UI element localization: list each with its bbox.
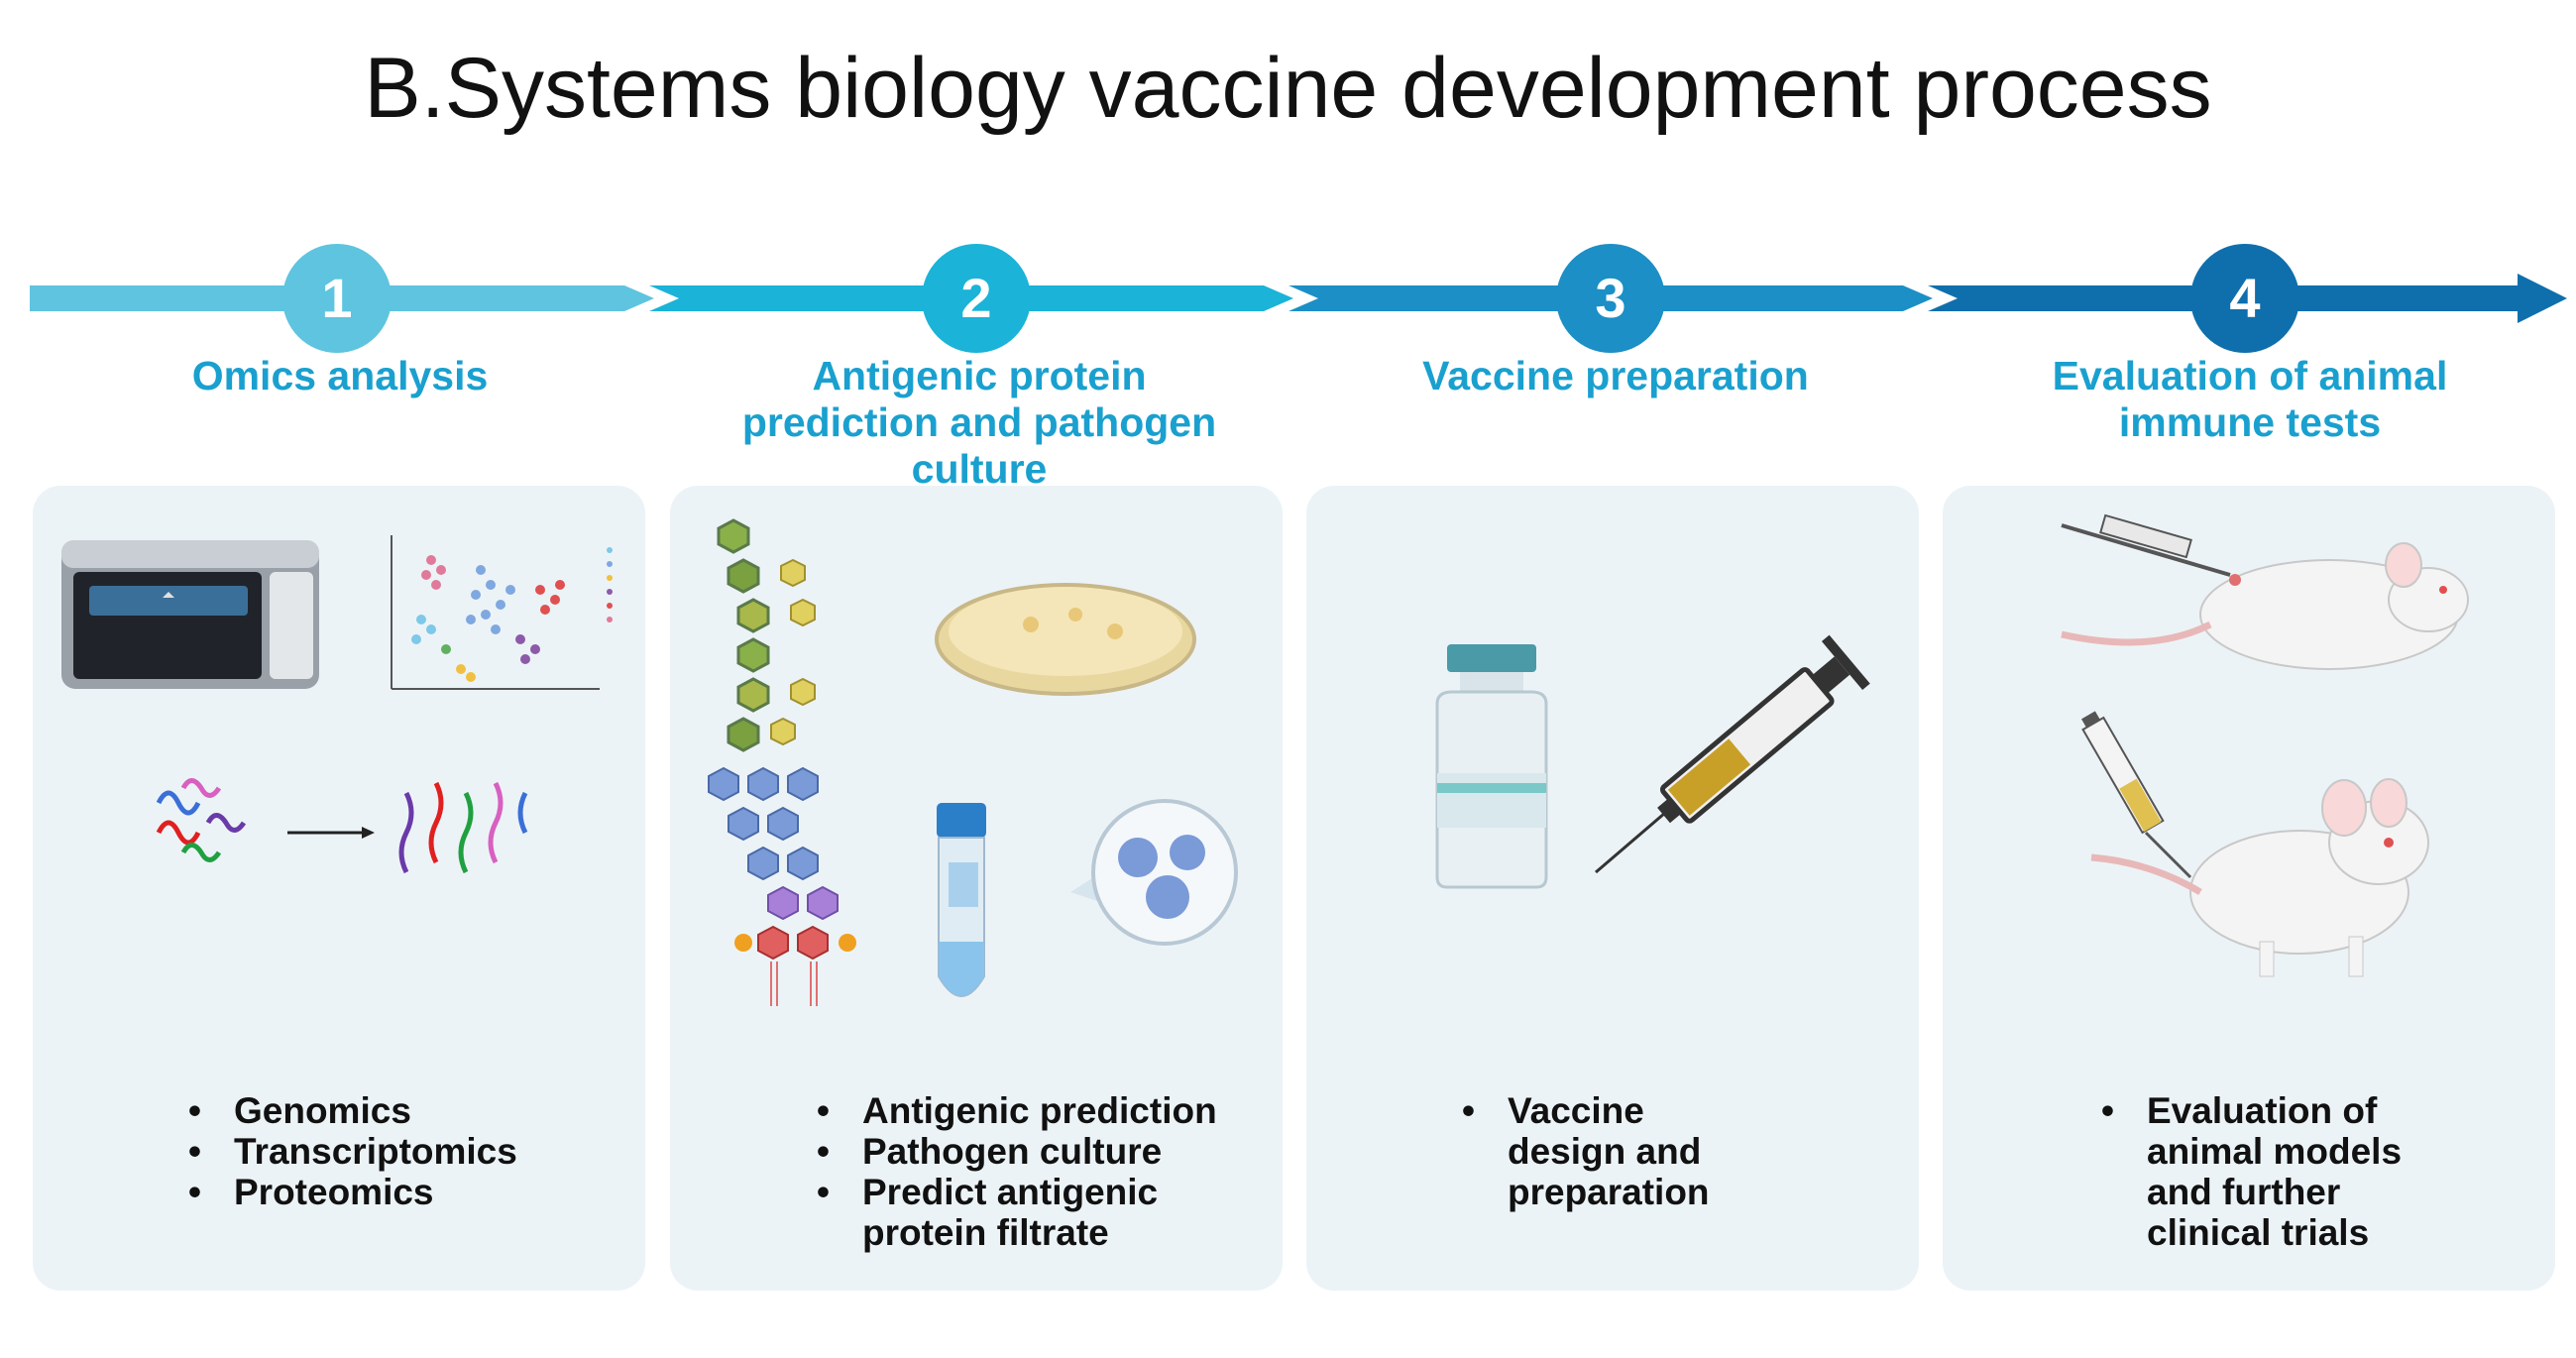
mouse-oral-dose-icon (2081, 711, 2429, 977)
bullet-antigenic-prediction: Antigenic prediction (817, 1090, 1263, 1131)
step-1-bullets: Genomics Transcriptomics Proteomics (188, 1090, 517, 1212)
step-4-title: Evaluation of animal immune tests (2052, 353, 2448, 445)
mouse-injection-icon (2061, 513, 2469, 670)
page-title: B.Systems biology vaccine development pr… (364, 41, 2212, 136)
sequencer-icon (61, 540, 319, 689)
step-2-title: Antigenic protein prediction and pathoge… (741, 353, 1217, 492)
bullet-proteomics: Proteomics (188, 1172, 517, 1212)
petri-dish-icon (935, 583, 1196, 696)
bullet-pathogen-culture: Pathogen culture (817, 1131, 1263, 1172)
step-2-number: 2 (922, 244, 1031, 353)
tsne-plot-icon (391, 535, 613, 690)
step-1-title: Omics analysis (191, 353, 489, 398)
step-3-title: Vaccine preparation (1422, 353, 1809, 398)
bullet-vaccine-design: Vaccine design and preparation (1462, 1090, 1739, 1212)
bullet-animal-evaluation: Evaluation of animal models and further … (2101, 1090, 2458, 1253)
step-1-number: 1 (282, 244, 392, 353)
step-3-number: 3 (1556, 244, 1665, 353)
magnified-cells-icon (1070, 799, 1238, 946)
culture-tube-icon (937, 803, 986, 997)
step-2-bullets: Antigenic prediction Pathogen culture Pr… (817, 1090, 1263, 1253)
step-4-number: 4 (2190, 244, 2299, 353)
bullet-genomics: Genomics (188, 1090, 517, 1131)
vaccine-vial-icon (1435, 644, 1548, 889)
bullet-transcriptomics: Transcriptomics (188, 1131, 517, 1172)
step-4-bullets: Evaluation of animal models and further … (2101, 1090, 2458, 1253)
protein-unfolding-icon (156, 778, 528, 874)
syringe-icon (1595, 634, 1870, 874)
step-3-bullets: Vaccine design and preparation (1462, 1090, 1739, 1212)
bullet-predict-antigenic-filtrate: Predict antigenic protein filtrate (817, 1172, 1263, 1253)
peptide-chain-icon (708, 518, 856, 1006)
